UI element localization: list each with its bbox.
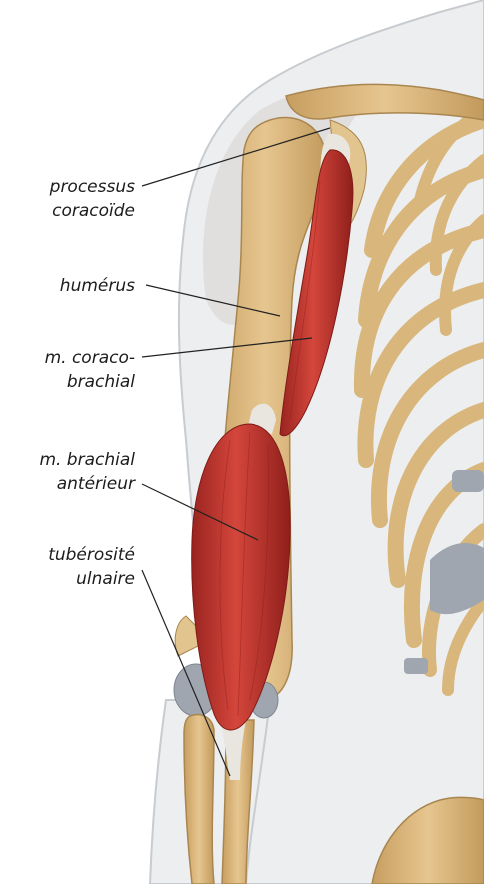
label-processus-line2: coracoïde bbox=[50, 199, 135, 223]
label-coracobrachial: m. coraco- brachial bbox=[45, 346, 135, 394]
label-tuberosite-line1: tubérosité bbox=[48, 543, 135, 567]
label-brachial-line2: antérieur bbox=[39, 472, 135, 496]
label-processus-line1: processus bbox=[50, 175, 135, 199]
label-brachial-anterieur: m. brachial antérieur bbox=[39, 448, 135, 496]
label-tuberosite-ulnaire: tubérosité ulnaire bbox=[48, 543, 135, 591]
label-tuberosite-line2: ulnaire bbox=[48, 567, 135, 591]
label-coraco-line2: brachial bbox=[45, 370, 135, 394]
label-processus-coracoide: processus coracoïde bbox=[50, 175, 135, 223]
label-humerus: humérus bbox=[60, 274, 135, 298]
label-brachial-line1: m. brachial bbox=[39, 448, 135, 472]
label-humerus-line1: humérus bbox=[60, 274, 135, 298]
label-coraco-line1: m. coraco- bbox=[45, 346, 135, 370]
